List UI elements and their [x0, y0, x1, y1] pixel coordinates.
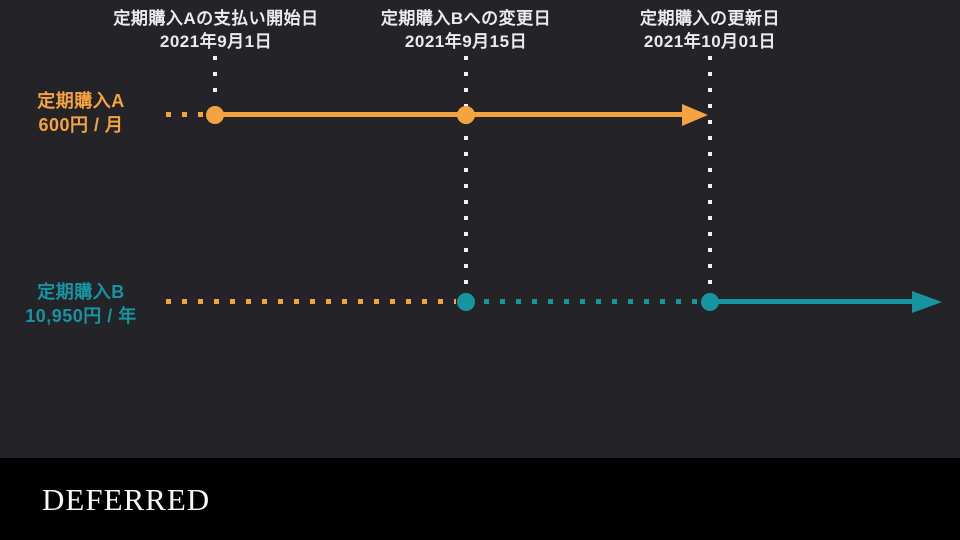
annotation-date: 2021年9月1日: [159, 32, 273, 51]
timeline-b-pending-dotted-line: [166, 299, 456, 304]
annotation-date: 2021年9月15日: [404, 32, 528, 51]
timeline-a-lead-dotted-line: [166, 112, 212, 117]
date-marker-line-start: [213, 56, 217, 104]
annotation-date: 2021年10月01日: [643, 32, 777, 51]
annotation-title: 定期購入Bへの変更日: [380, 9, 552, 28]
timeline-b-label: 定期購入B 10,950円 / 年: [6, 280, 156, 328]
timeline-b-name: 定期購入B: [37, 282, 125, 302]
timeline-b-deferred-dotted-line: [484, 299, 698, 304]
annotation-renewal-date: 定期購入の更新日 2021年10月01日: [560, 7, 860, 53]
timeline-b-arrowhead-icon: [912, 291, 942, 313]
date-marker-line-change: [464, 56, 468, 298]
annotation-change-to-b: 定期購入Bへの変更日 2021年9月15日: [316, 7, 616, 53]
timeline-b-price: 10,950円 / 年: [25, 306, 137, 326]
timeline-a-change-dot: [457, 106, 475, 124]
timeline-b-change-dot: [457, 293, 475, 311]
timeline-b-solid-line: [710, 299, 914, 304]
timeline-a-name: 定期購入A: [37, 91, 125, 111]
timeline-a-label: 定期購入A 600円 / 月: [6, 89, 156, 137]
annotation-subscription-a-start: 定期購入Aの支払い開始日 2021年9月1日: [66, 7, 366, 53]
timeline-a-start-dot: [206, 106, 224, 124]
brand-logo-text: DEFERRED: [42, 482, 211, 517]
timeline-a-price: 600円 / 月: [38, 115, 124, 135]
footer-bar: DEFERRED: [0, 458, 960, 540]
timeline-a-solid-line: [215, 112, 684, 117]
timeline-b-renewal-dot: [701, 293, 719, 311]
timeline-a-arrowhead-icon: [682, 104, 708, 126]
annotation-title: 定期購入の更新日: [640, 9, 780, 28]
annotation-title: 定期購入Aの支払い開始日: [113, 9, 319, 28]
date-marker-line-renewal: [708, 56, 712, 298]
